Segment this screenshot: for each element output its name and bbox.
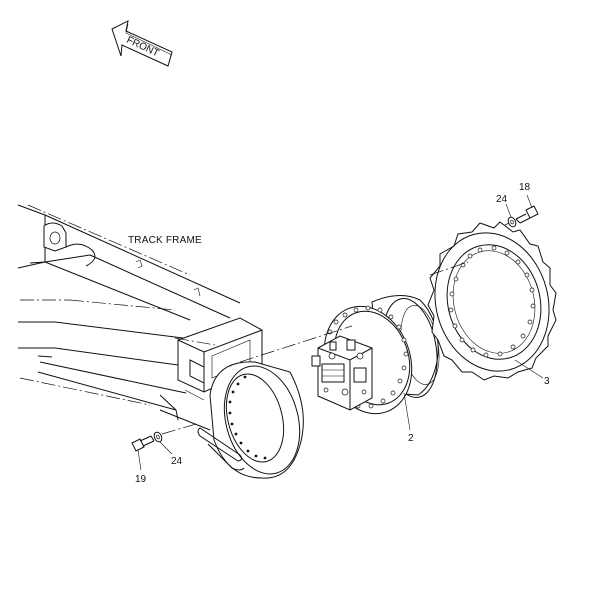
travel-motor bbox=[311, 295, 440, 415]
callout-3: 3 bbox=[544, 376, 550, 387]
callout-19: 19 bbox=[135, 474, 147, 485]
callout-18: 18 bbox=[519, 182, 531, 193]
washer-24-upper bbox=[507, 216, 517, 228]
sprocket bbox=[427, 221, 557, 381]
front-arrow-icon: FRONT bbox=[111, 20, 173, 67]
track-frame-label: TRACK FRAME bbox=[128, 235, 202, 246]
bolt-19 bbox=[131, 435, 155, 452]
assembly-centerlines bbox=[19, 204, 516, 435]
sprocket-bolt-holes bbox=[448, 245, 536, 358]
callout-24-upper: 24 bbox=[496, 194, 508, 205]
callout-2: 2 bbox=[408, 433, 414, 444]
leader-lines bbox=[137, 194, 544, 471]
mount-ring-bolt-holes bbox=[228, 375, 267, 460]
callout-24-lower: 24 bbox=[171, 456, 183, 467]
washer-24-lower bbox=[153, 431, 163, 443]
bolt-18 bbox=[515, 205, 539, 224]
track-frame bbox=[17, 204, 304, 479]
